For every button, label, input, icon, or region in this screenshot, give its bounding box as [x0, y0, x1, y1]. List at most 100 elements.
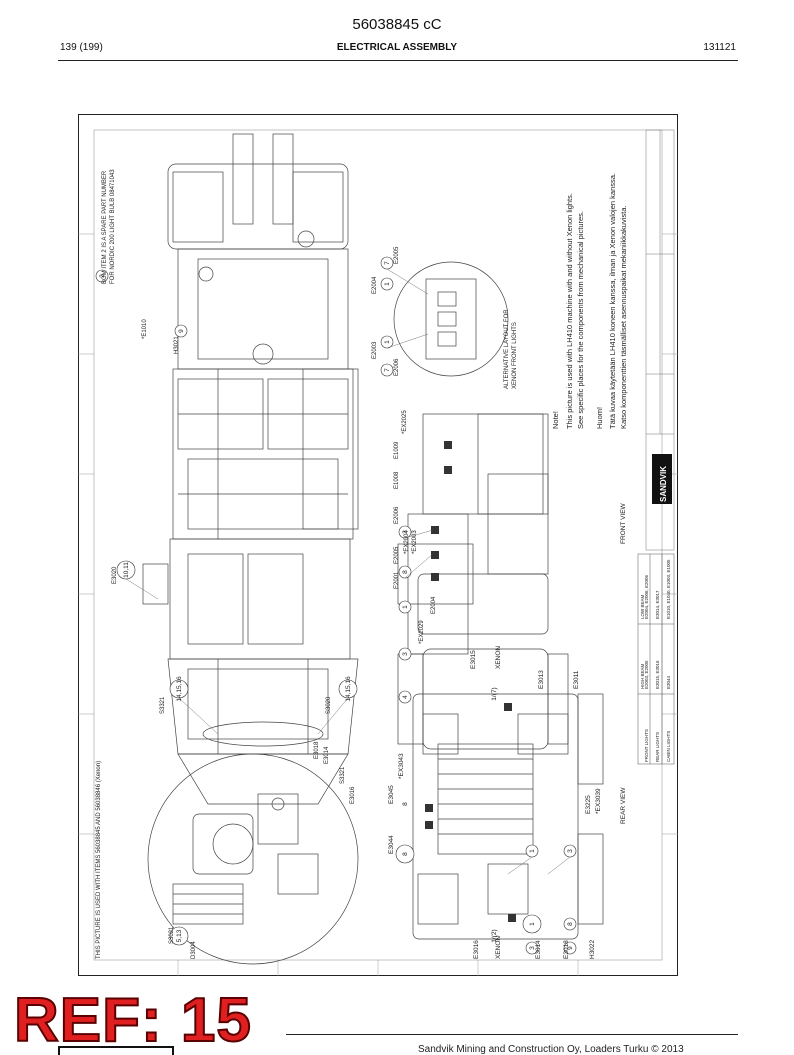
- ref-stamp: REF: 15: [13, 986, 252, 1055]
- table-header-low: LOW BEAM: [640, 594, 645, 619]
- label-e1010: *E1010: [142, 319, 148, 339]
- callout-8a: 8: [402, 570, 409, 574]
- doc-date: 131121: [703, 42, 736, 53]
- callout-1d: 1: [529, 849, 536, 853]
- callout-3d: 3: [529, 946, 536, 950]
- label-xenon-bottom: XENON: [495, 936, 502, 959]
- callout-1c: 1: [402, 605, 409, 609]
- label-e3018b: E3018: [563, 940, 570, 959]
- component-symbols: [425, 441, 516, 922]
- note-left: THIS PICTURE IS USED WITH ITEMS 56038845…: [96, 761, 102, 959]
- callout-9: 9: [178, 329, 185, 333]
- detail-circle: [147, 753, 359, 965]
- callout-7b: 7: [384, 368, 391, 372]
- label-e2004b: E2004: [431, 596, 437, 614]
- loader-top-view: [142, 133, 359, 805]
- label-s3321b: S3321: [340, 766, 346, 784]
- label-s3020: S3020: [326, 696, 332, 714]
- label-e3015: E3015: [470, 650, 477, 669]
- table-row-front: FRONT LIGHTS: [644, 729, 649, 762]
- label-e2005: E2005: [394, 246, 400, 264]
- label-e3020: E3020: [112, 566, 118, 584]
- label-e3225: E3225: [585, 795, 592, 814]
- callout-2: 2: [99, 274, 106, 278]
- label-e2003: E2003: [372, 341, 378, 359]
- label-ex2029: *EX2029: [419, 620, 425, 644]
- label-e2001: E2001: [394, 571, 400, 589]
- xenon-detail: [393, 261, 509, 377]
- callout-3a: 3: [402, 530, 409, 534]
- callout-9b: 9: [567, 946, 574, 950]
- table-row-rear: REAR LIGHTS: [655, 732, 660, 762]
- sandvik-logo: SANDVIK: [659, 466, 668, 502]
- callout-1a: 1: [384, 282, 391, 286]
- label-ex2004: *EX2004: [404, 530, 410, 554]
- footer-rule: [286, 1034, 738, 1035]
- table-row-rear-low: E3014, E3017: [655, 590, 660, 619]
- label-xenon-top: XENON: [495, 646, 502, 669]
- table-row-cabin-high: E3044: [666, 675, 671, 689]
- label-e3011: E3011: [573, 670, 580, 689]
- light-table: [637, 553, 675, 765]
- front-view-label: FRONT VIEW: [620, 502, 627, 544]
- label-e3045: E3045: [388, 785, 395, 804]
- label-h3022: H3022: [589, 939, 596, 959]
- callout-1b: 1: [384, 340, 391, 344]
- label-ex3039: *EX3039: [595, 788, 602, 814]
- callout-1-7: 1/(7): [491, 687, 498, 700]
- label-e3016b: E3016: [473, 940, 480, 959]
- title-block: [645, 129, 675, 551]
- callout-14-15-16-b: 14,15,16: [345, 676, 352, 702]
- callout-circles: [95, 256, 577, 955]
- label-e2006b: E2006: [394, 506, 400, 524]
- note-fi-1: Tätä kuvaa käytetään LH410 koneen kanssa…: [608, 173, 617, 429]
- footer-copyright: Sandvik Mining and Construction Oy, Load…: [418, 1044, 684, 1055]
- callout-14-15-16-a: 14,15,16: [176, 676, 183, 702]
- label-e1008: E1008: [394, 471, 400, 489]
- doc-number: 56038845 cC: [352, 16, 442, 33]
- label-e3013: E3013: [538, 670, 545, 689]
- table-row-rear-high: E3015, E3016: [655, 660, 660, 689]
- callout-8b: 8: [402, 852, 409, 856]
- callout-8d: 8: [402, 802, 409, 806]
- table-row-cabin: CABIN LIGHTS: [666, 731, 671, 762]
- label-e3016: E3016: [350, 786, 356, 804]
- alt-layout-1: ALTERNATIVE LAYOUT FOR: [504, 309, 510, 389]
- electrical-drawing: BOM ITEM 2 IS A SPARE PART NUMBER FOR NO…: [78, 114, 678, 976]
- table-header-high: HIGH BEAM: [640, 663, 645, 689]
- label-e3014: E3014: [324, 746, 330, 764]
- note-en-1: This picture is used with LH410 machine …: [565, 193, 574, 429]
- note-en-title: Note!: [551, 411, 560, 429]
- page-number: 139 (199): [60, 42, 103, 53]
- note-en-2: See specific places for the components f…: [576, 211, 585, 429]
- callout-3c: 3: [567, 849, 574, 853]
- label-e2006: E2006: [394, 358, 400, 376]
- label-d3004: D3004: [191, 941, 197, 959]
- label-h3021: H3021: [174, 336, 180, 354]
- label-ex3043: *EX3043: [398, 753, 405, 779]
- label-s3321: S3321: [160, 696, 166, 714]
- label-e2005b: E2005: [394, 546, 400, 564]
- sandvik-logo-bg: [652, 454, 672, 504]
- label-s3021: S3021: [169, 926, 175, 944]
- label-e1009: E1009: [394, 441, 400, 459]
- label-e3044: E3044: [388, 835, 395, 854]
- rear-view-label: REAR VIEW: [620, 787, 627, 824]
- label-e3014b: E3014: [535, 940, 542, 959]
- callout-5-13: 5,13: [176, 929, 183, 942]
- callout-3b: 3: [402, 652, 409, 656]
- table-row-cabin-low: E1010, E1040, E1003, E1005: [666, 559, 671, 619]
- callout-4: 4: [402, 695, 409, 699]
- callout-8c: 8: [567, 922, 574, 926]
- label-e3018: E3018: [314, 741, 320, 759]
- note-top-1: BOM ITEM 2 IS A SPARE PART NUMBER: [102, 170, 108, 284]
- callout-1e: 1: [529, 922, 536, 926]
- table-row-front-high: E2003, E2005: [644, 660, 649, 689]
- table-row-front-low: E2004, E2006, E2006: [644, 574, 649, 619]
- label-ex2025: *EX2025: [402, 410, 408, 434]
- alt-layout-2: XENON FRONT LIGHTS: [512, 322, 518, 389]
- callout-1-2: 1/(2): [491, 929, 498, 942]
- note-fi-title: Huom!: [595, 407, 604, 429]
- header-rule: [58, 60, 738, 61]
- note-fi-2: Katso komponenttien täsmälliset asennusp…: [619, 206, 628, 429]
